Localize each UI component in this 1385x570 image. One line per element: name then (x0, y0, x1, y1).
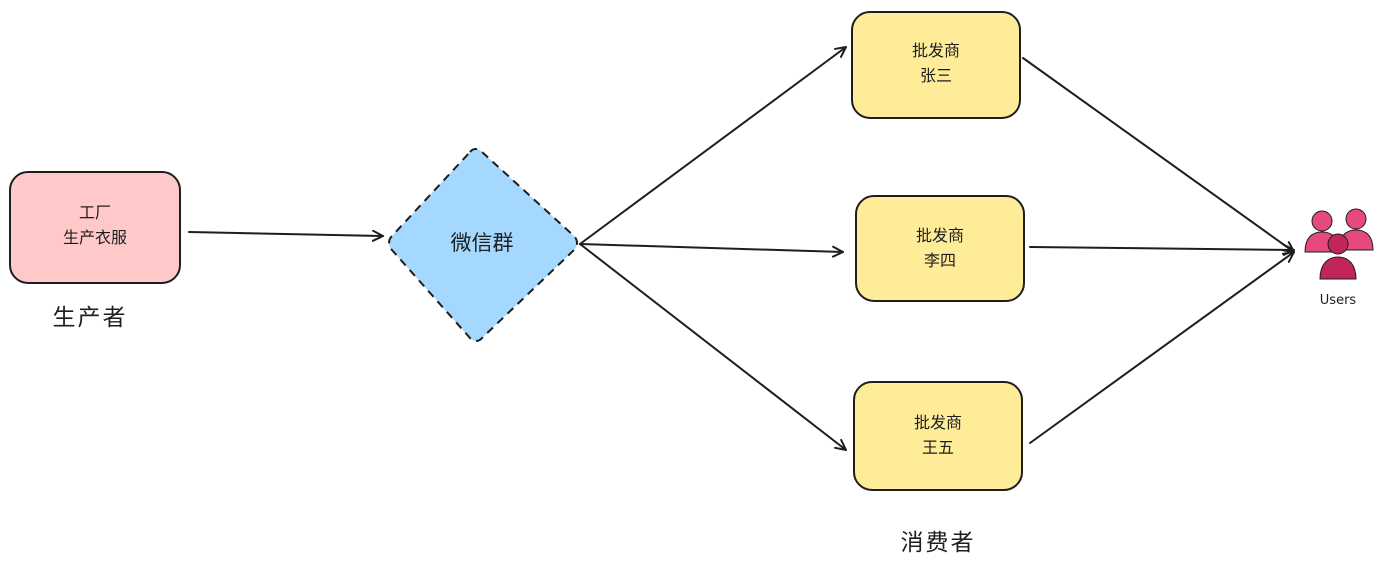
wholesaler-node-3[interactable]: 批发商 王五 (853, 381, 1023, 491)
edge-wechat-group-to-wholesaler-1[interactable] (579, 46, 847, 245)
edge-wholesaler-2-to-users[interactable] (1029, 243, 1295, 256)
wechat-group-diamond (388, 148, 578, 342)
wechat-group-node[interactable]: 微信群 (388, 148, 578, 342)
factory-title: 工厂 (79, 203, 111, 222)
wechat-group-label: 微信群 (451, 231, 514, 255)
wholesaler-name-2: 李四 (924, 251, 956, 270)
wholesaler-box-2 (855, 195, 1025, 302)
consumer-caption: 消费者 (901, 530, 976, 556)
wholesaler-title-2: 批发商 (916, 226, 964, 245)
wholesaler-name-3: 王五 (922, 438, 954, 457)
users-node[interactable]: Users (1304, 208, 1374, 308)
edge-wechat-group-to-wholesaler-2[interactable] (579, 243, 844, 258)
wholesaler-title-1: 批发商 (912, 41, 960, 60)
users-label: Users (1320, 293, 1357, 308)
wholesaler-title-3: 批发商 (914, 413, 962, 432)
factory-box (9, 171, 181, 284)
factory-node[interactable]: 工厂 生产衣服 (9, 171, 181, 284)
edge-wholesaler-3-to-users[interactable] (1029, 251, 1295, 444)
edge-wholesaler-1-to-users[interactable] (1022, 57, 1295, 253)
wholesaler-node-1[interactable]: 批发商 张三 (851, 11, 1021, 119)
edge-wechat-group-to-wholesaler-3[interactable] (579, 243, 847, 451)
edges (188, 46, 1295, 451)
wholesaler-box-1 (851, 11, 1021, 119)
wholesaler-box-3 (853, 381, 1023, 491)
producer-caption: 生产者 (53, 305, 128, 331)
edge-factory-to-wechat-group[interactable] (188, 229, 384, 242)
wholesaler-name-1: 张三 (920, 66, 952, 85)
wholesaler-node-2[interactable]: 批发商 李四 (855, 195, 1025, 302)
users-icon (1304, 208, 1374, 280)
factory-subtitle: 生产衣服 (63, 228, 127, 247)
